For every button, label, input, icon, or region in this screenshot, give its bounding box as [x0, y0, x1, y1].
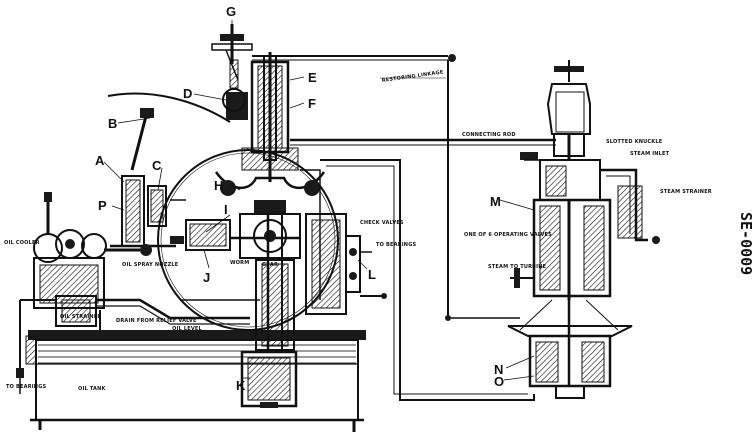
callout-b: B	[108, 116, 117, 131]
top-handwheel	[211, 24, 253, 89]
callout-n: N	[494, 362, 503, 377]
note-oil-cooler: OIL COOLER	[4, 240, 40, 246]
annotation-notes: RESTORING LINKAGE CONNECTING ROD SLOTTED…	[4, 69, 712, 392]
oil-tank-lid	[28, 330, 366, 340]
callout-f: F	[308, 96, 316, 111]
note-check-valves: CHECK VALVES	[360, 220, 404, 226]
note-operating-valves: ONE OF 6 OPERATING VALVES	[464, 232, 552, 238]
note-to-bearings: TO BEARINGS	[376, 242, 416, 248]
callout-l: L	[368, 267, 376, 282]
note-oil-tank: OIL TANK	[78, 386, 107, 392]
check-valve-assembly	[305, 213, 387, 315]
note-to-bearings-lower: TO BEARINGS	[6, 384, 46, 390]
steam-valve-assembly	[507, 60, 660, 399]
leader-lines	[103, 20, 535, 381]
note-oil-spray-nozzle: OIL SPRAY NOZZLE	[122, 262, 179, 268]
restoring-linkage	[252, 54, 520, 321]
oil-pump	[240, 214, 298, 408]
note-connecting-rod: CONNECTING ROD	[462, 132, 516, 138]
callout-g: G	[226, 4, 236, 19]
note-worm: WORM	[230, 260, 249, 266]
callout-m: M	[490, 194, 501, 209]
callout-k: K	[236, 378, 246, 393]
note-slotted-knuckle: SLOTTED KNUCKLE	[606, 139, 663, 145]
note-restoring-linkage: RESTORING LINKAGE	[381, 69, 444, 84]
callout-j: J	[203, 270, 210, 285]
note-gear: GEAR	[262, 262, 278, 268]
callout-o: O	[494, 374, 504, 389]
callout-e: E	[308, 70, 317, 85]
callout-c: C	[152, 158, 162, 173]
note-drain-relief-valve: DRAIN FROM RELIEF VALVE	[116, 318, 197, 324]
callout-i: I	[224, 202, 228, 217]
callout-p: P	[98, 198, 107, 213]
oil-level-fill	[38, 342, 356, 364]
drawing-number: SE-0009	[737, 212, 755, 275]
callout-h: H	[214, 178, 223, 193]
governor-column	[214, 52, 326, 214]
callout-a: A	[95, 153, 105, 168]
note-steam-to-turbine: STEAM TO TURBINE	[488, 264, 547, 270]
oil-strainer	[16, 295, 97, 394]
oil-cooler	[33, 192, 140, 309]
worm-gear-assembly	[170, 213, 301, 259]
letter-callouts: G B D E F A C H I P J L K M N O	[95, 4, 504, 393]
note-steam-inlet: STEAM INLET	[630, 151, 670, 157]
note-oil-level: OIL LEVEL	[172, 326, 203, 332]
control-lever-assembly	[107, 92, 231, 256]
oil-return-pipe	[300, 159, 535, 401]
connecting-rod	[290, 138, 556, 146]
note-oil-strainer: OIL STRAINER	[60, 314, 101, 320]
note-steam-strainer: STEAM STRAINER	[660, 189, 712, 195]
oil-tank	[25, 330, 366, 432]
callout-d: D	[183, 86, 192, 101]
